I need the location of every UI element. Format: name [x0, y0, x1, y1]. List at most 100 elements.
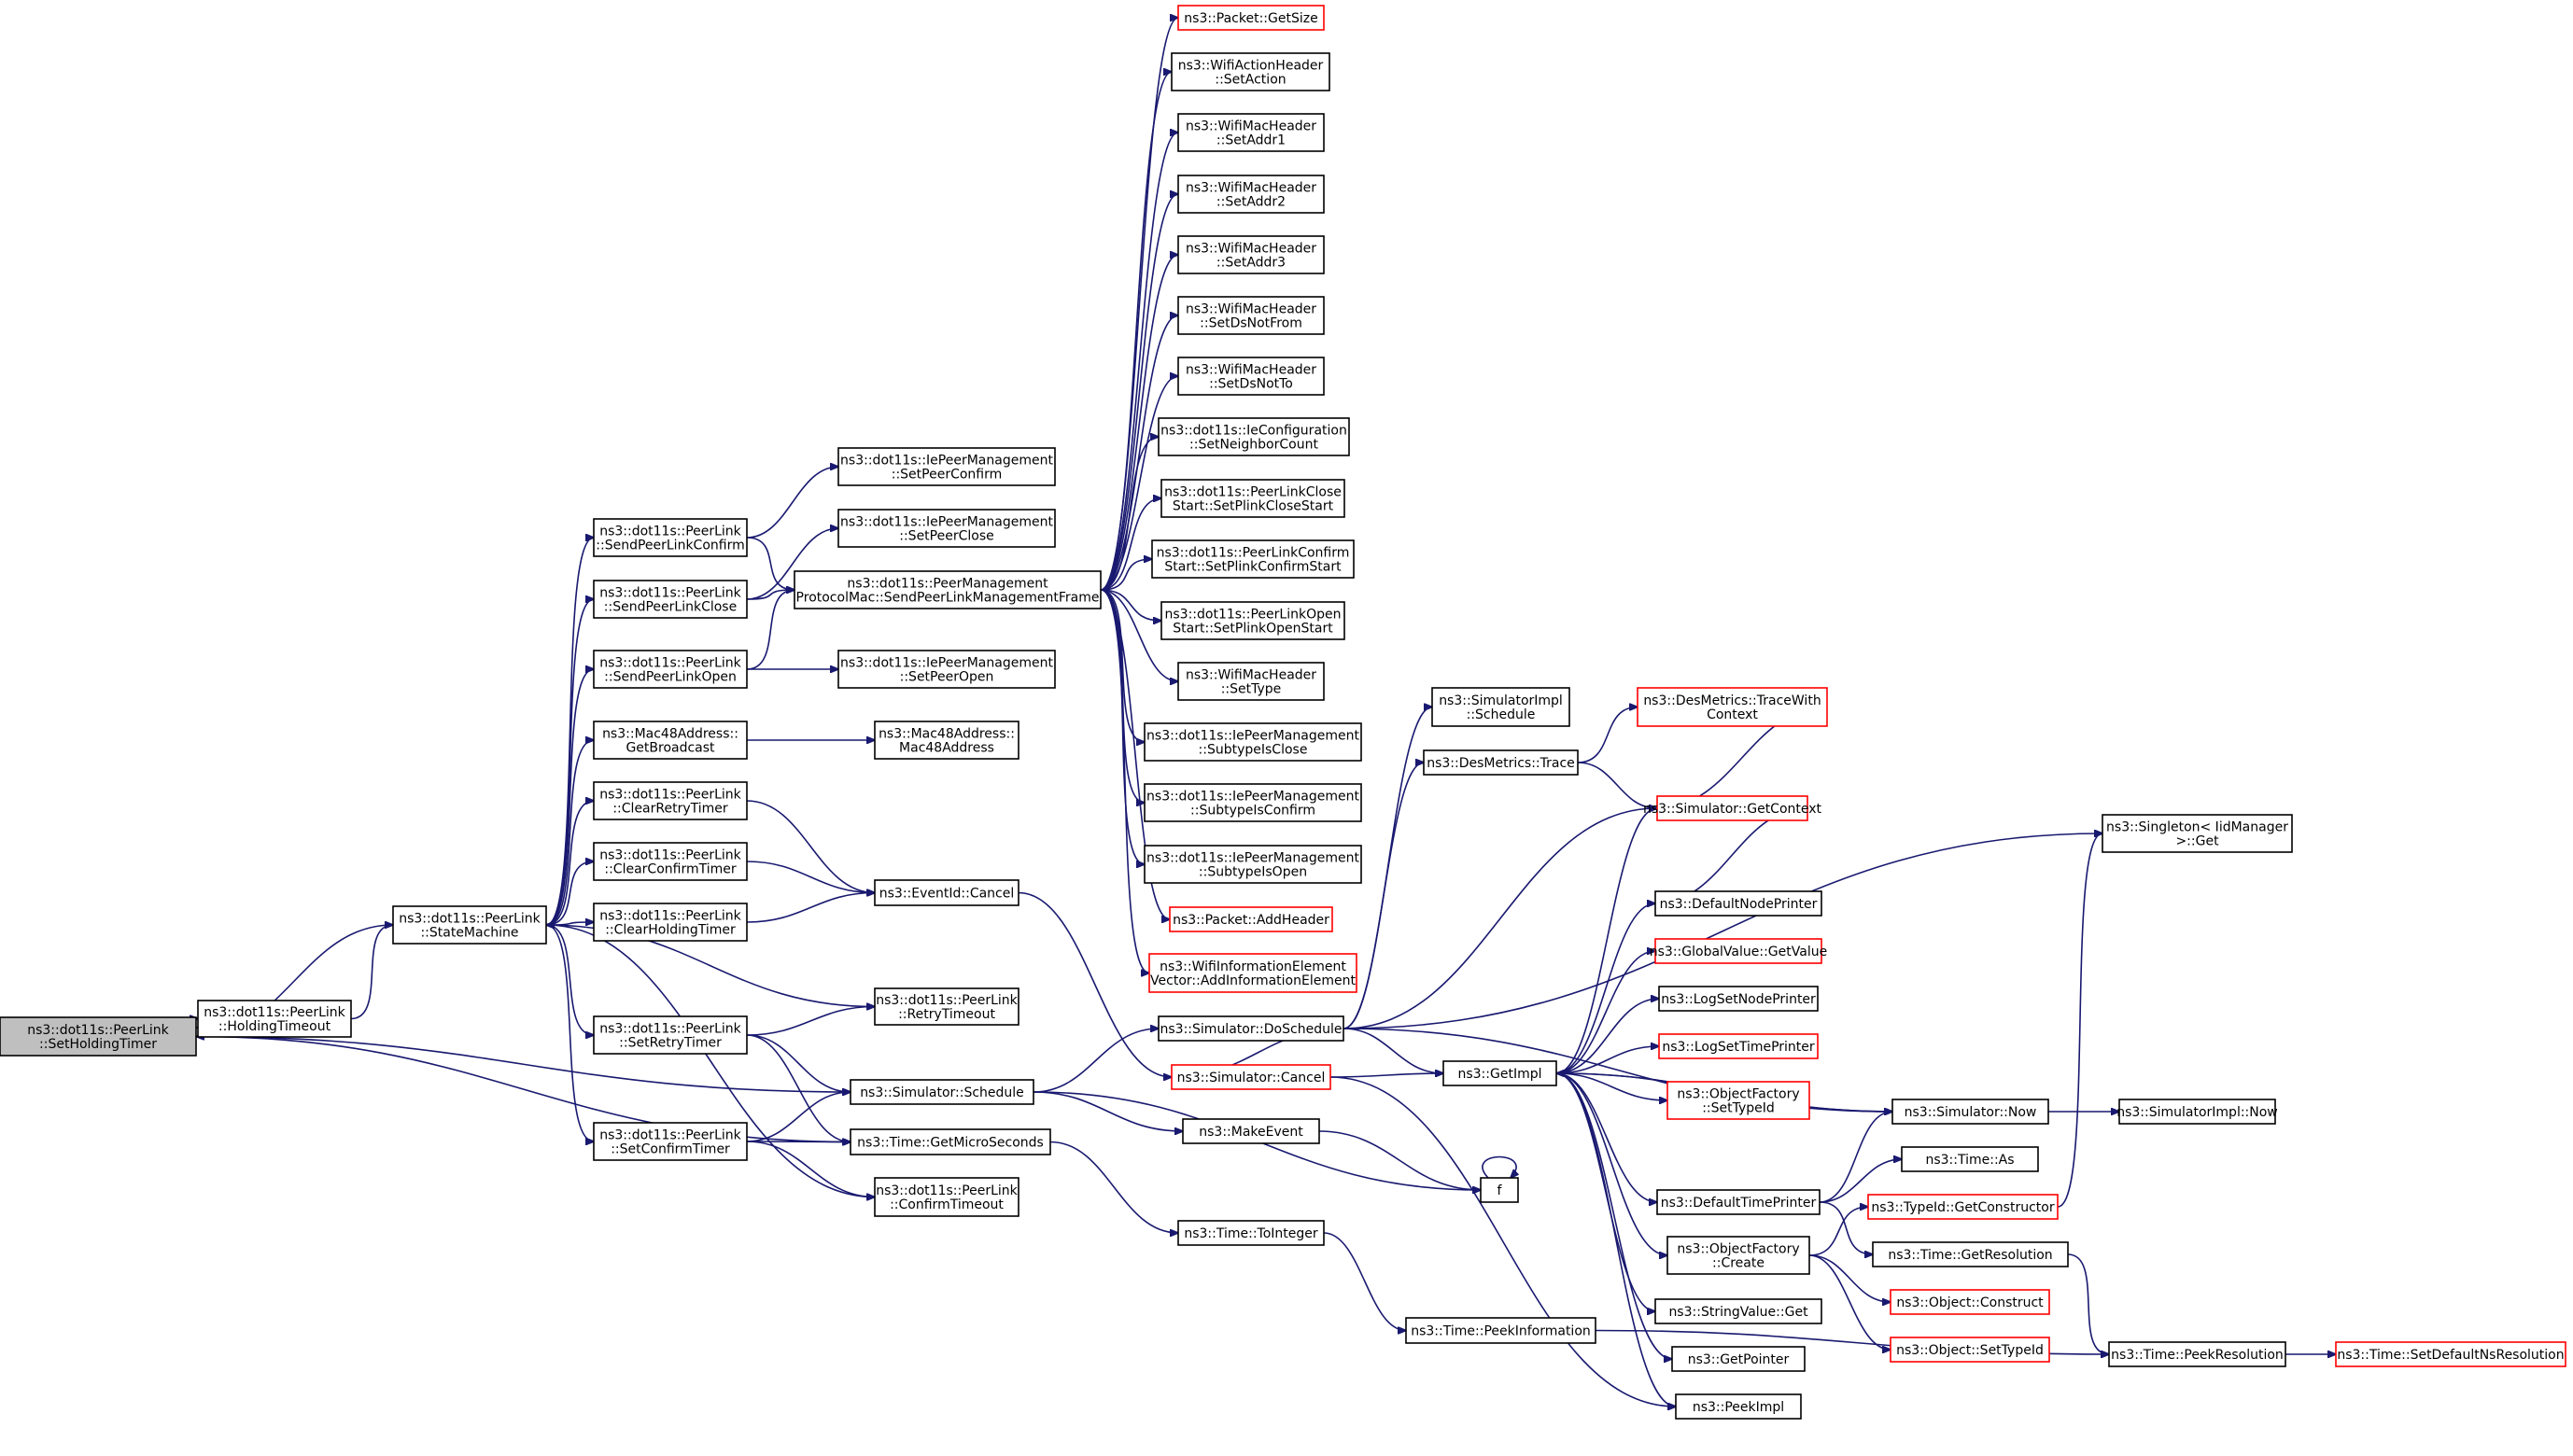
function-node-getBroadcast[interactable]: ns3::Mac48Address::GetBroadcast	[593, 721, 748, 760]
node-label: ns3::DesMetrics::Trace	[1427, 756, 1575, 771]
function-node-peekInformation[interactable]: ns3::Time::PeekInformation	[1405, 1317, 1596, 1344]
function-node-setAddr1[interactable]: ns3::WifiMacHeader::SetAddr1	[1177, 113, 1325, 152]
node-label: ::StateMachine	[420, 926, 518, 941]
function-node-timePeekResolution[interactable]: ns3::Time::PeekResolution	[2108, 1341, 2286, 1367]
function-node-mac48Address[interactable]: ns3::Mac48Address::Mac48Address	[874, 721, 1019, 760]
function-node-iePmSetPeerConfirm[interactable]: ns3::dot11s::IePeerManagement::SetPeerCo…	[837, 447, 1056, 486]
function-node-timeToInteger[interactable]: ns3::Time::ToInteger	[1177, 1220, 1325, 1246]
function-node-simSchedule[interactable]: ns3::Simulator::Schedule	[850, 1079, 1034, 1105]
function-node-defaultNodePrinter[interactable]: ns3::DefaultNodePrinter	[1654, 890, 1822, 917]
function-node-confirmTimeout[interactable]: ns3::dot11s::PeerLink::ConfirmTimeout	[874, 1177, 1019, 1217]
call-edge-setRetry-to-getMicroSeconds	[746, 1034, 851, 1142]
function-node-setConfirm[interactable]: ns3::dot11s::PeerLink::SetConfirmTimer	[593, 1122, 748, 1161]
call-edge-sendFrame-to-setAddr1	[1100, 133, 1178, 591]
call-edge-simSchedule-to-makeEvent	[1033, 1091, 1183, 1131]
function-node-makeEvent[interactable]: ns3::MakeEvent	[1182, 1118, 1320, 1144]
node-label: ns3::WifiInformationElement	[1160, 959, 1346, 974]
function-node-setDsNotFrom[interactable]: ns3::WifiMacHeader::SetDsNotFrom	[1177, 296, 1325, 335]
function-node-timeAs[interactable]: ns3::Time::As	[1901, 1146, 2039, 1172]
function-node-iePmSetPeerClose[interactable]: ns3::dot11s::IePeerManagement::SetPeerCl…	[837, 509, 1056, 548]
node-label: ns3::dot11s::IePeerManagement	[840, 515, 1053, 530]
node-box	[1891, 1099, 2049, 1125]
function-node-simImplNow[interactable]: ns3::SimulatorImpl::Now	[2116, 1099, 2278, 1125]
function-node-logSetTimePrinter[interactable]: ns3::LogSetTimePrinter	[1658, 1033, 1819, 1059]
function-node-f[interactable]: f	[1480, 1177, 1519, 1203]
function-node-iePmSetPeerOpen[interactable]: ns3::dot11s::IePeerManagement::SetPeerOp…	[837, 650, 1056, 689]
function-node-getPointer[interactable]: ns3::GetPointer	[1671, 1346, 1806, 1372]
function-node-timeGetResolution[interactable]: ns3::Time::GetResolution	[1872, 1241, 2069, 1267]
node-label: ns3::dot11s::IeConfiguration	[1160, 424, 1347, 439]
call-edge-sendFrame-to-setAddr3	[1100, 255, 1178, 591]
function-node-addInfoElement[interactable]: ns3::WifiInformationElementVector::AddIn…	[1148, 953, 1357, 993]
function-node-simImplSchedule[interactable]: ns3::SimulatorImpl::Schedule	[1431, 687, 1570, 727]
function-node-clearRetry[interactable]: ns3::dot11s::PeerLink::ClearRetryTimer	[593, 781, 748, 820]
function-node-peekImpl[interactable]: ns3::PeekImpl	[1675, 1393, 1802, 1420]
function-node-setNeighborCount[interactable]: ns3::dot11s::IeConfiguration::SetNeighbo…	[1158, 417, 1350, 456]
function-node-objFactorySetTypeId[interactable]: ns3::ObjectFactory::SetTypeId	[1666, 1081, 1810, 1120]
function-node-sendClose[interactable]: ns3::dot11s::PeerLink::SendPeerLinkClose	[593, 580, 748, 619]
node-label: ns3::dot11s::PeerLink	[599, 525, 741, 539]
call-edge-getImpl-to-logSetNodePrinter	[1555, 999, 1659, 1074]
node-label: ::SetTypeId	[1702, 1101, 1775, 1116]
function-node-desTrace[interactable]: ns3::DesMetrics::Trace	[1423, 749, 1579, 776]
function-node-setPlinkOpenStart[interactable]: ns3::dot11s::PeerLinkOpenStart::SetPlink…	[1160, 601, 1345, 640]
function-node-sendConfirm[interactable]: ns3::dot11s::PeerLink::SendPeerLinkConfi…	[593, 518, 748, 557]
function-node-subtypeIsClose[interactable]: ns3::dot11s::IePeerManagement::SubtypeIs…	[1144, 722, 1362, 762]
function-node-getImpl[interactable]: ns3::GetImpl	[1442, 1060, 1557, 1086]
node-box	[1654, 1298, 1822, 1324]
node-box	[1171, 52, 1330, 91]
function-node-simDoSchedule[interactable]: ns3::Simulator::DoSchedule	[1158, 1015, 1344, 1042]
function-node-setAddr3[interactable]: ns3::WifiMacHeader::SetAddr3	[1177, 235, 1325, 274]
function-node-setPlinkCloseStart[interactable]: ns3::dot11s::PeerLinkCloseStart::SetPlin…	[1160, 479, 1345, 518]
function-node-packetGetSize[interactable]: ns3::Packet::GetSize	[1177, 5, 1325, 31]
function-node-subtypeIsConfirm[interactable]: ns3::dot11s::IePeerManagement::SubtypeIs…	[1144, 783, 1362, 822]
call-edge-stateMachine-to-clearConfirm	[545, 861, 594, 926]
function-node-setType[interactable]: ns3::WifiMacHeader::SetType	[1177, 662, 1325, 701]
function-node-logSetNodePrinter[interactable]: ns3::LogSetNodePrinter	[1658, 986, 1819, 1012]
function-node-objectConstruct[interactable]: ns3::Object::Construct	[1890, 1289, 2050, 1315]
call-edge-objFactoryCreate-to-typeIdGetConstructor	[1808, 1207, 1868, 1256]
function-node-singletonGet[interactable]: ns3::Singleton< IidManager >::Get	[2102, 814, 2293, 853]
function-node-setAddr2[interactable]: ns3::WifiMacHeader::SetAddr2	[1177, 175, 1325, 214]
function-node-objectSetTypeId[interactable]: ns3::Object::SetTypeId	[1890, 1337, 2050, 1363]
function-node-simNow[interactable]: ns3::Simulator::Now	[1891, 1099, 2049, 1125]
call-edge-desTrace-to-simGetContext	[1577, 762, 1657, 808]
function-node-setPlinkConfirmStart[interactable]: ns3::dot11s::PeerLinkConfirmStart::SetPl…	[1151, 539, 1355, 579]
function-node-getMicroSeconds[interactable]: ns3::Time::GetMicroSeconds	[850, 1128, 1051, 1155]
function-node-setAction[interactable]: ns3::WifiActionHeader::SetAction	[1171, 52, 1330, 91]
function-node-simCancel[interactable]: ns3::Simulator::Cancel	[1171, 1064, 1331, 1090]
function-node-simGetContext[interactable]: ns3::Simulator::GetContext	[1643, 795, 1822, 821]
function-node-stringValueGet[interactable]: ns3::StringValue::Get	[1654, 1298, 1822, 1324]
node-box	[392, 905, 547, 945]
function-node-retryTimeout[interactable]: ns3::dot11s::PeerLink::RetryTimeout	[874, 987, 1019, 1026]
function-node-defaultTimePrinter[interactable]: ns3::DefaultTimePrinter	[1656, 1189, 1821, 1215]
call-edge-sendFrame-to-setAction	[1100, 72, 1172, 591]
function-node-subtypeIsOpen[interactable]: ns3::dot11s::IePeerManagement::SubtypeIs…	[1144, 845, 1362, 884]
node-label: f	[1497, 1183, 1503, 1198]
function-node-sendOpen[interactable]: ns3::dot11s::PeerLink::SendPeerLinkOpen	[593, 650, 748, 689]
function-node-setRetry[interactable]: ns3::dot11s::PeerLink::SetRetryTimer	[593, 1015, 748, 1055]
function-node-clearHolding[interactable]: ns3::dot11s::PeerLink::ClearHoldingTimer	[593, 903, 748, 942]
function-node-stateMachine[interactable]: ns3::dot11s::PeerLink::StateMachine	[392, 905, 547, 945]
node-label: ::SetDsNotFrom	[1200, 316, 1302, 331]
node-label: Start::SetPlinkCloseStart	[1173, 499, 1334, 514]
node-label: ns3::ObjectFactory	[1677, 1087, 1799, 1102]
function-node-holdingTimeout[interactable]: ns3::dot11s::PeerLink::HoldingTimeout	[197, 1000, 352, 1038]
function-node-setDsNotTo[interactable]: ns3::WifiMacHeader::SetDsNotTo	[1177, 357, 1325, 396]
function-node-sendFrame[interactable]: ns3::dot11s::PeerManagementProtocolMac::…	[794, 570, 1102, 609]
node-label: ns3::dot11s::PeerManagement	[847, 577, 1048, 592]
function-node-typeIdGetConstructor[interactable]: ns3::TypeId::GetConstructor	[1867, 1194, 2059, 1220]
function-node-objFactoryCreate[interactable]: ns3::ObjectFactory::Create	[1666, 1236, 1810, 1275]
function-node-eventCancel[interactable]: ns3::EventId::Cancel	[874, 879, 1019, 906]
function-node-clearConfirm[interactable]: ns3::dot11s::PeerLink::ClearConfirmTimer	[593, 842, 748, 881]
call-edge-root-to-simSchedule	[195, 1035, 851, 1093]
function-node-globalValueGetValue[interactable]: ns3::GlobalValue::GetValue	[1650, 938, 1827, 964]
call-edge-f-to-f	[1482, 1155, 1516, 1179]
function-nodes: ns3::dot11s::PeerLink::SetHoldingTimerns…	[0, 5, 2566, 1420]
node-box	[1177, 357, 1325, 396]
function-node-packetAddHeader[interactable]: ns3::Packet::AddHeader	[1169, 906, 1333, 932]
function-node-root[interactable]: ns3::dot11s::PeerLink::SetHoldingTimer	[0, 1016, 197, 1057]
function-node-timeSetDefaultNsResolution[interactable]: ns3::Time::SetDefaultNsResolution	[2335, 1341, 2566, 1367]
node-box	[1658, 1033, 1819, 1059]
